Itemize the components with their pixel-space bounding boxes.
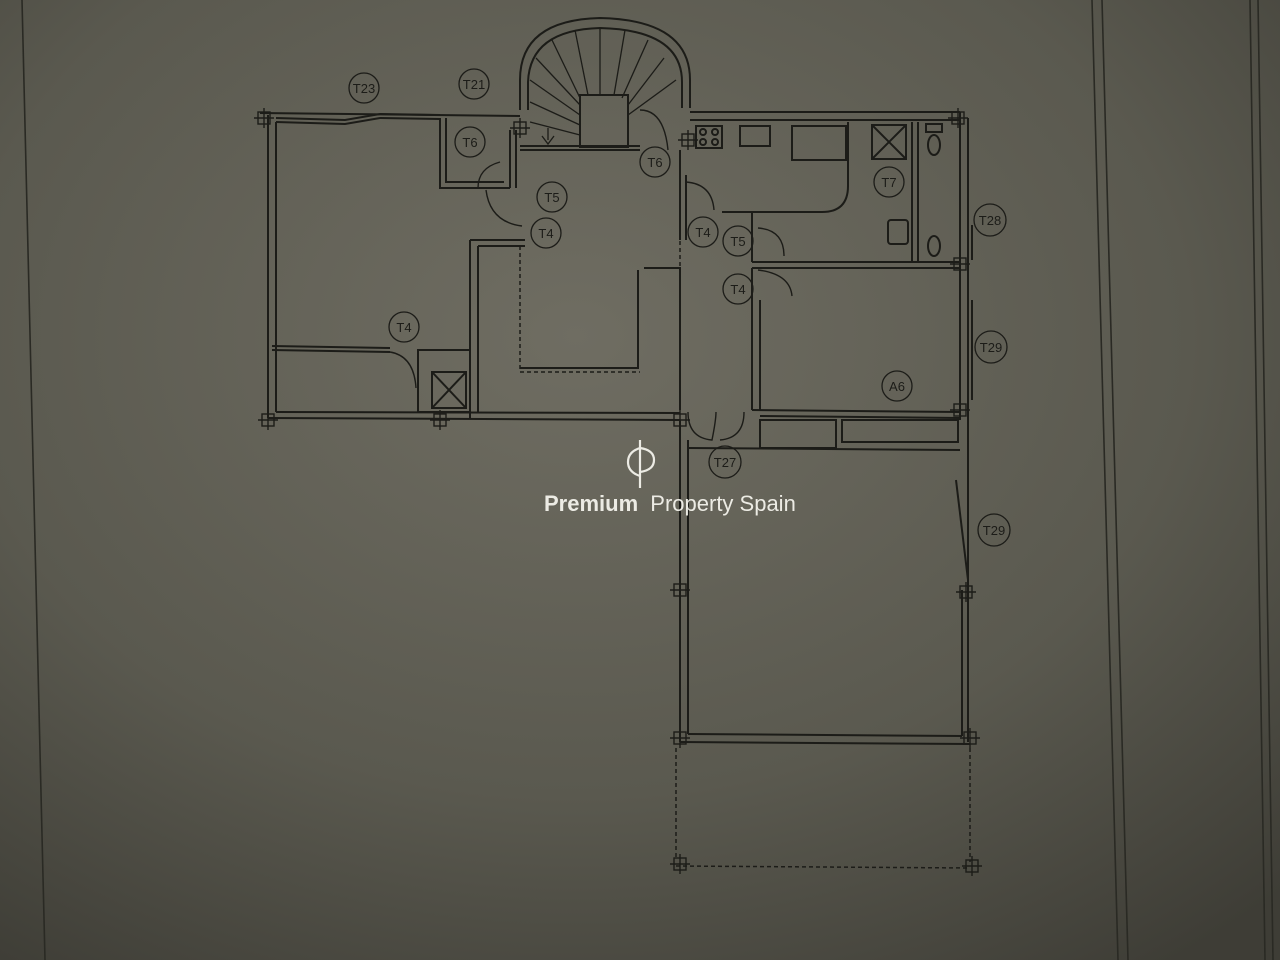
room-tag-t4-terrace: T4 (388, 311, 420, 343)
svg-text:T28: T28 (979, 213, 1001, 228)
room-tag-t5-left: T5 (536, 181, 568, 213)
sheet-frame (21, 0, 1274, 960)
svg-text:T6: T6 (462, 135, 477, 150)
room-tag-t29-upper: T29 (974, 330, 1008, 364)
svg-text:T7: T7 (881, 175, 896, 190)
svg-text:T27: T27 (714, 455, 736, 470)
svg-text:T5: T5 (730, 234, 745, 249)
room-tag-t7: T7 (873, 166, 905, 198)
svg-text:T4: T4 (695, 225, 710, 240)
room-tag-t21: T21 (458, 68, 490, 100)
svg-text:T29: T29 (983, 523, 1005, 538)
svg-text:T23: T23 (353, 81, 375, 96)
watermark-brand-rest: Property Spain (650, 491, 796, 516)
svg-text:T6: T6 (647, 155, 662, 170)
room-tag-t28: T28 (973, 203, 1007, 237)
room-tag-t4-bedroom: T4 (722, 273, 754, 305)
svg-text:T4: T4 (396, 320, 411, 335)
staircase (529, 28, 677, 146)
room-tag-t27: T27 (708, 445, 742, 479)
room-tag-t4-kitchen: T4 (687, 216, 719, 248)
shower-icon (871, 124, 907, 160)
watermark-brand-strong: Premium (544, 491, 638, 516)
svg-text:T4: T4 (730, 282, 745, 297)
door-swings (389, 109, 793, 441)
svg-text:Premium Property Spain: Premium Property Spain (544, 491, 796, 516)
stair-arrow-icon (541, 128, 555, 146)
room-tag-t4-hall: T4 (530, 217, 562, 249)
cp-monogram-icon (626, 440, 656, 488)
room-tag-t29-lower: T29 (977, 513, 1011, 547)
room-tag-t5-right: T5 (722, 225, 754, 257)
svg-text:T5: T5 (544, 190, 559, 205)
svg-text:T29: T29 (980, 340, 1002, 355)
room-tag-t23: T23 (348, 72, 380, 104)
room-tag-t6-right: T6 (639, 146, 671, 178)
svg-text:A6: A6 (889, 379, 905, 394)
dashed-lines (519, 150, 971, 869)
watermark: Premium Property Spain (544, 440, 796, 516)
svg-text:T21: T21 (463, 77, 485, 92)
hob-icon (695, 125, 723, 149)
room-tag-a6: A6 (881, 370, 913, 402)
building-walls (259, 16, 973, 745)
sink-icon (739, 125, 771, 147)
room-tag-t6-left: T6 (454, 126, 486, 158)
svg-text:T4: T4 (538, 226, 553, 241)
column-markers (254, 108, 982, 876)
lift-icon (431, 371, 467, 409)
